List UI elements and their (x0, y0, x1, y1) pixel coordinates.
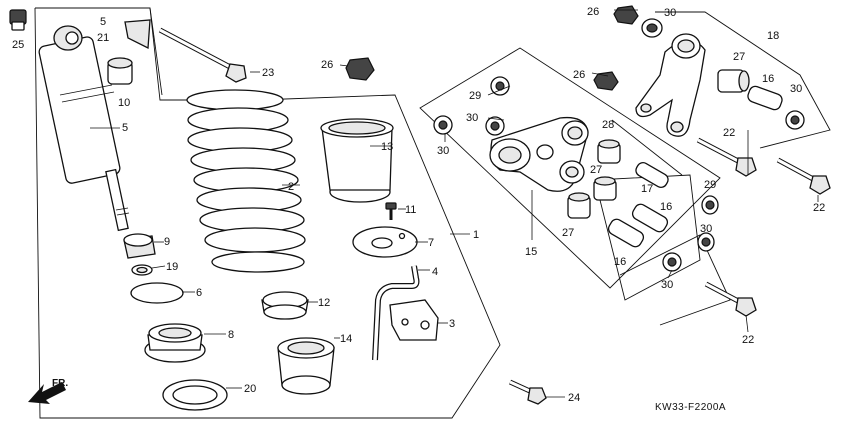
seal-29b (701, 195, 719, 215)
callout-22: 22 (813, 202, 825, 214)
bushing-16c (607, 218, 645, 248)
shock-absorber (38, 25, 130, 232)
plate-7 (352, 226, 418, 258)
bushing-16b (631, 203, 669, 233)
bolt-22b (776, 157, 831, 195)
callout-9: 9 (164, 236, 170, 248)
callout-11: 11 (405, 204, 416, 216)
callout-20: 20 (244, 383, 256, 395)
callout-30: 30 (661, 279, 673, 291)
callout-26: 26 (573, 69, 585, 81)
seal-30d (485, 116, 505, 136)
callout-30: 30 (466, 112, 478, 124)
shock-arm-18 (635, 33, 706, 137)
guide-14 (277, 337, 335, 395)
callout-2: 2 (288, 181, 294, 193)
callout-1: 1 (473, 229, 479, 241)
leader-lines (90, 9, 819, 398)
nut-25 (9, 9, 27, 31)
callout-30: 30 (790, 83, 802, 95)
ring-19 (131, 264, 153, 276)
link-15 (489, 116, 589, 192)
callout-25: 25 (12, 39, 24, 51)
bracket-3 (389, 299, 439, 341)
callout-29: 29 (469, 90, 481, 102)
bolt-22c (704, 281, 757, 317)
seal-30b (785, 110, 805, 130)
bolt-22a (696, 137, 757, 177)
callout-15: 15 (525, 246, 537, 258)
callout-14: 14 (340, 333, 352, 345)
callout-27: 27 (590, 164, 602, 176)
boot-13 (320, 118, 394, 203)
front-arrow-icon (28, 382, 66, 404)
collar-27b (593, 176, 617, 201)
callout-28: 28 (602, 119, 614, 131)
ring-20 (162, 379, 228, 411)
callout-6: 6 (196, 287, 202, 299)
callout-17: 17 (641, 183, 653, 195)
callout-21: 21 (97, 32, 109, 44)
callout-10: 10 (118, 97, 130, 109)
seal-30a (641, 18, 663, 38)
tube-4 (372, 265, 420, 361)
callout-18: 18 (767, 30, 779, 42)
collar-28 (597, 139, 621, 164)
drawing-code: KW33-F2200A (655, 402, 726, 413)
bump-rubber-9 (123, 233, 156, 259)
callout-26: 26 (587, 6, 599, 18)
bolt-24 (508, 379, 547, 405)
stopper-12 (261, 291, 309, 320)
callout-22: 22 (742, 334, 754, 346)
seal-30e (697, 232, 715, 252)
callout-16: 16 (660, 201, 672, 213)
seal-30f (662, 252, 682, 272)
callout-3: 3 (449, 318, 455, 330)
callout-12: 12 (318, 297, 330, 309)
callouts: 25 5 21 10 5 23 26 2 13 11 7 1 4 9 19 6 … (12, 6, 825, 413)
collar-27c (567, 192, 591, 219)
nut-26b (613, 5, 639, 25)
collar-21 (124, 19, 151, 50)
bushing-16a (747, 85, 783, 111)
bushing-10 (107, 57, 133, 85)
callout-29: 29 (704, 179, 716, 191)
callout-13: 13 (381, 141, 393, 153)
callout-5: 5 (122, 122, 128, 134)
callout-27: 27 (562, 227, 574, 239)
seal-30c (433, 115, 453, 135)
callout-30: 30 (437, 145, 449, 157)
nut-26a (345, 57, 375, 81)
callout-5: 5 (100, 16, 106, 28)
callout-19: 19 (166, 261, 178, 273)
callout-4: 4 (432, 266, 438, 278)
nut-26c (593, 71, 619, 91)
circlip-6 (130, 282, 184, 304)
bushing-17 (635, 161, 669, 189)
callout-24: 24 (568, 392, 580, 404)
callout-16: 16 (614, 256, 626, 268)
callout-8: 8 (228, 329, 234, 341)
callout-26: 26 (321, 59, 333, 71)
callout-27: 27 (733, 51, 745, 63)
spring-seat-8 (144, 323, 206, 363)
callout-16: 16 (762, 73, 774, 85)
bolt-23 (158, 27, 247, 83)
callout-30: 30 (700, 223, 712, 235)
spring-2 (186, 89, 306, 273)
callout-22: 22 (723, 127, 735, 139)
screw-11 (385, 202, 397, 220)
callout-23: 23 (262, 67, 274, 79)
direction-label: FR. (52, 378, 68, 389)
collar-27a (717, 69, 750, 93)
callout-30: 30 (664, 7, 676, 19)
callout-7: 7 (428, 237, 434, 249)
